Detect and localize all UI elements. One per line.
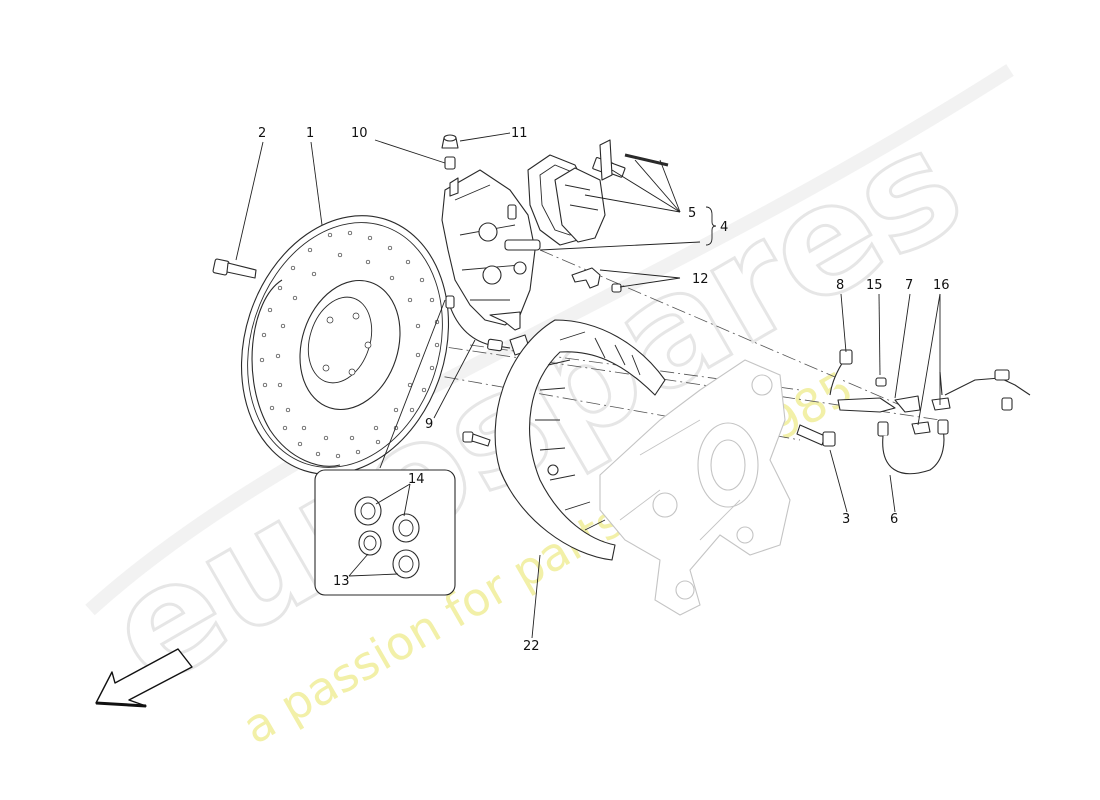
- carrier-bolt: [796, 424, 836, 447]
- bleed-screw: [441, 134, 459, 170]
- callout-11: 11: [511, 126, 528, 141]
- callout-14: 14: [408, 472, 425, 487]
- seal-kit-inset: [314, 469, 456, 596]
- shield-bolt: [462, 431, 491, 447]
- callout-labels: 1 2 3 4 5 6 7 8 9 10 11 12 13 14 15 16 2…: [258, 126, 950, 654]
- callout-5: 5: [688, 206, 696, 221]
- callout-6: 6: [890, 512, 898, 527]
- retaining-clip: [571, 267, 622, 293]
- brake-hose-assembly: [829, 349, 1031, 475]
- disc-drill-holes: [259, 230, 440, 459]
- watermark-swoosh: [85, 64, 1014, 616]
- callout-22: 22: [523, 639, 540, 654]
- callout-16: 16: [933, 278, 950, 293]
- callout-13: 13: [333, 574, 350, 589]
- callout-4: 4: [720, 220, 728, 235]
- brake-pads: [527, 139, 669, 246]
- callout-2: 2: [258, 126, 266, 141]
- callout-10: 10: [351, 126, 368, 141]
- leader-lines: [235, 132, 941, 639]
- callout-9: 9: [425, 417, 433, 432]
- callout-15: 15: [866, 278, 883, 293]
- front-direction-arrow-icon: [95, 648, 193, 708]
- brake-caliper: [441, 169, 541, 331]
- callout-1: 1: [306, 126, 314, 141]
- brake-disc: [240, 215, 450, 475]
- callout-12: 12: [692, 272, 709, 287]
- hub-carrier: [599, 359, 791, 616]
- callout-8: 8: [836, 278, 844, 293]
- callout-7: 7: [905, 278, 913, 293]
- dust-shield: [494, 319, 666, 561]
- disc-bolt: [212, 258, 257, 279]
- callout-3: 3: [842, 512, 850, 527]
